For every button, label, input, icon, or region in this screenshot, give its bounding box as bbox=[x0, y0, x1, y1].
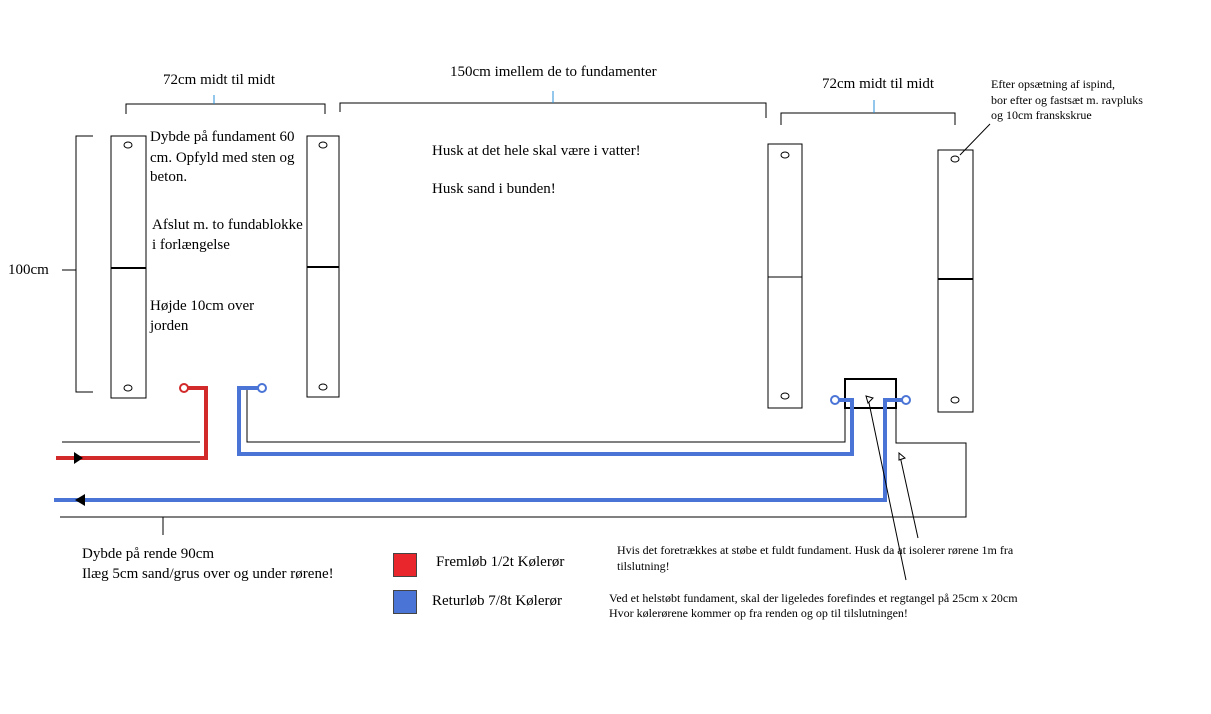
bracket-left bbox=[125, 103, 326, 114]
solid-note-1: Ved et helstøbt fundament, skal der lige… bbox=[609, 591, 1018, 605]
sand-note: Husk sand i bunden! bbox=[432, 181, 556, 197]
return-pipe-end-a bbox=[257, 383, 267, 393]
trench-note-1: Dybde på rende 90cm bbox=[82, 546, 215, 562]
posts bbox=[110, 135, 974, 413]
solid-note-2: Hvor kølerørene kommer op fra renden og … bbox=[609, 606, 908, 620]
cast-note-1: Hvis det foretrækkes at støbe et fuldt f… bbox=[617, 543, 1014, 557]
pointer-solid-head bbox=[865, 395, 874, 404]
height-bracket bbox=[75, 135, 93, 393]
return-pipe-end-b bbox=[830, 395, 840, 405]
depth-note-3: beton. bbox=[150, 169, 188, 185]
trench-outline-right bbox=[60, 408, 967, 518]
finish-note-1: Afslut m. to fundablokke bbox=[152, 217, 303, 233]
return-arrow bbox=[75, 494, 85, 506]
supply-pipe bbox=[56, 386, 208, 460]
pointer-cast-head bbox=[898, 451, 907, 461]
post-1 bbox=[110, 135, 147, 399]
height-note-2: jorden bbox=[150, 318, 189, 334]
cast-note-2: tilslutning! bbox=[617, 559, 670, 573]
supply-legend-label: Fremløb 1/2t Kølerør bbox=[436, 554, 565, 570]
supply-arrow bbox=[74, 452, 83, 464]
bracket-right bbox=[780, 112, 956, 125]
return-pipe-b bbox=[54, 398, 906, 502]
depth-note-2: cm. Opfyld med sten og bbox=[150, 150, 295, 166]
dimension-brackets bbox=[125, 102, 956, 125]
dimension-ticks bbox=[213, 91, 875, 113]
finish-note-2: i forlængelse bbox=[152, 237, 230, 253]
pointer-after bbox=[959, 123, 991, 156]
supply-pipe-end bbox=[179, 383, 189, 393]
after-note-2: bor efter og fastsæt m. ravpluks bbox=[991, 93, 1143, 107]
pointer-cast bbox=[899, 455, 919, 539]
return-pipe-a bbox=[237, 386, 854, 456]
dim-left-label: 72cm midt til midt bbox=[163, 72, 276, 88]
bracket-middle bbox=[339, 102, 767, 118]
post-3 bbox=[767, 143, 803, 409]
post-4 bbox=[937, 149, 974, 413]
pointers bbox=[867, 123, 991, 581]
dim-height-label: 100cm bbox=[8, 262, 49, 278]
after-note-3: og 10cm franskskrue bbox=[991, 108, 1092, 122]
depth-note-1: Dybde på fundament 60 bbox=[150, 129, 295, 145]
dim-right-label: 72cm midt til midt bbox=[822, 76, 935, 92]
return-legend-label: Returløb 7/8t Kølerør bbox=[432, 593, 562, 609]
supply-swatch bbox=[393, 553, 417, 577]
post-2 bbox=[306, 135, 340, 398]
after-note-1: Efter opsætning af ispind, bbox=[991, 77, 1115, 91]
return-pipe-end-c bbox=[901, 395, 911, 405]
return-swatch bbox=[393, 590, 417, 614]
trench-outline bbox=[246, 388, 846, 443]
level-note: Husk at det hele skal være i vatter! bbox=[432, 143, 641, 159]
height-note-1: Højde 10cm over bbox=[150, 298, 255, 314]
dim-middle-label: 150cm imellem de to fundamenter bbox=[450, 64, 657, 80]
pointer-solid bbox=[867, 397, 907, 581]
trench-note-2: Ilæg 5cm sand/grus over og under rørene! bbox=[82, 566, 334, 582]
